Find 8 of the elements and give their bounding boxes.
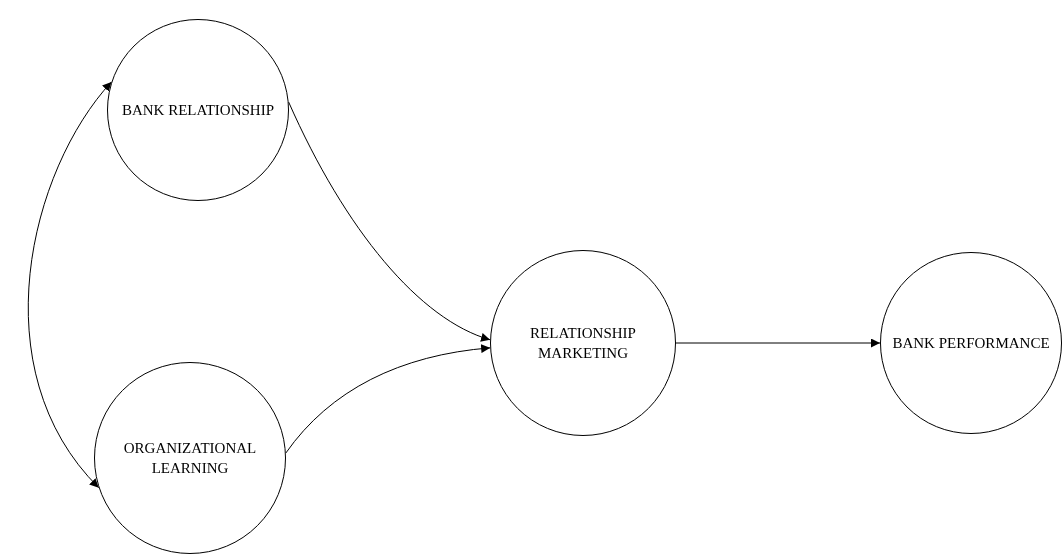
arrow [675, 338, 881, 348]
arrow [27, 81, 112, 489]
arrow [285, 344, 491, 454]
concept-label: ORGANIZATIONAL LEARNING [122, 439, 258, 478]
concept-label: RELATIONSHIP MARKETING [529, 324, 637, 363]
concept-label: BANK RELATIONSHIP [121, 101, 275, 120]
concept-label: BANK PERFORMANCE [892, 334, 1050, 353]
arrow [288, 101, 491, 341]
